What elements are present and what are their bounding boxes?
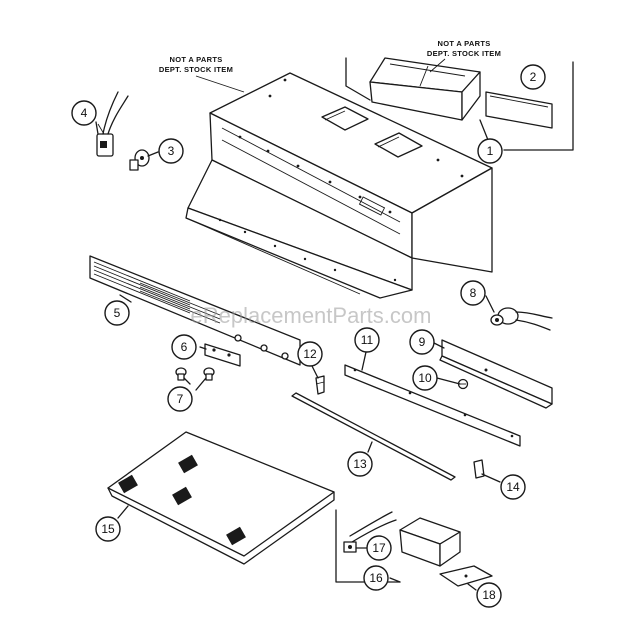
filter-panel-2 (485, 91, 553, 129)
callout-2-label: 2 (530, 70, 537, 84)
switch-plate-6 (204, 343, 241, 367)
callout-14: 14 (500, 474, 526, 500)
callout-10: 10 (412, 365, 438, 391)
switch-4 (96, 91, 129, 157)
callout-14-label: 14 (506, 480, 520, 494)
callout-5: 5 (104, 300, 130, 326)
duct-collar (369, 57, 481, 121)
note-left-line2: DEPT. STOCK ITEM (159, 65, 233, 74)
callout-15: 15 (95, 516, 121, 542)
callout-16: 16 (363, 565, 389, 591)
hood-housing (185, 72, 493, 299)
clip-14 (473, 459, 485, 479)
callout-8: 8 (460, 280, 486, 306)
rod-13 (291, 392, 456, 481)
callout-9-label: 9 (419, 335, 426, 349)
clip-12 (315, 375, 325, 395)
callout-5-label: 5 (114, 306, 121, 320)
callout-1: 1 (477, 138, 503, 164)
terminal-box-16 (335, 509, 461, 583)
callout-7-label: 7 (177, 392, 184, 406)
callout-10-label: 10 (418, 371, 432, 385)
callout-12: 12 (297, 341, 323, 367)
note-left-line1: NOT A PARTS (169, 55, 222, 64)
callout-18: 18 (476, 582, 502, 608)
note-right: NOT A PARTS DEPT. STOCK ITEM (427, 39, 501, 73)
callout-11: 11 (354, 327, 380, 353)
callout-6-label: 6 (181, 340, 188, 354)
cover-plate-18 (439, 565, 493, 587)
callout-15-label: 15 (101, 522, 115, 536)
callout-7: 7 (167, 386, 193, 412)
knobs-7 (175, 367, 215, 381)
callout-4: 4 (71, 100, 97, 126)
note-right-line2: DEPT. STOCK ITEM (427, 49, 501, 58)
callout-13-label: 13 (353, 457, 367, 471)
callout-18-label: 18 (482, 588, 496, 602)
callout-4-label: 4 (81, 106, 88, 120)
watermark: eReplacementParts.com (191, 303, 432, 328)
callout-1-label: 1 (487, 144, 494, 158)
callout-17: 17 (366, 535, 392, 561)
callout-12-label: 12 (303, 347, 317, 361)
knob-3 (129, 149, 150, 171)
callout-13: 13 (347, 451, 373, 477)
light-socket-8 (490, 307, 553, 331)
callout-11-label: 11 (361, 333, 374, 347)
callout-9: 9 (409, 329, 435, 355)
callout-16-label: 16 (369, 571, 383, 585)
front-grille-5 (89, 255, 301, 366)
callout-3-label: 3 (168, 144, 175, 158)
bracket-9 (439, 339, 553, 409)
note-left: NOT A PARTS DEPT. STOCK ITEM (159, 55, 245, 93)
bottom-panel-15 (107, 431, 335, 565)
connector-17 (343, 541, 357, 553)
callout-8-label: 8 (470, 286, 477, 300)
mounting-strip-11 (344, 364, 521, 447)
callout-17-label: 17 (372, 541, 386, 555)
note-right-line1: NOT A PARTS (437, 39, 490, 48)
callout-6: 6 (171, 334, 197, 360)
callout-3: 3 (158, 138, 184, 164)
callout-2: 2 (520, 64, 546, 90)
